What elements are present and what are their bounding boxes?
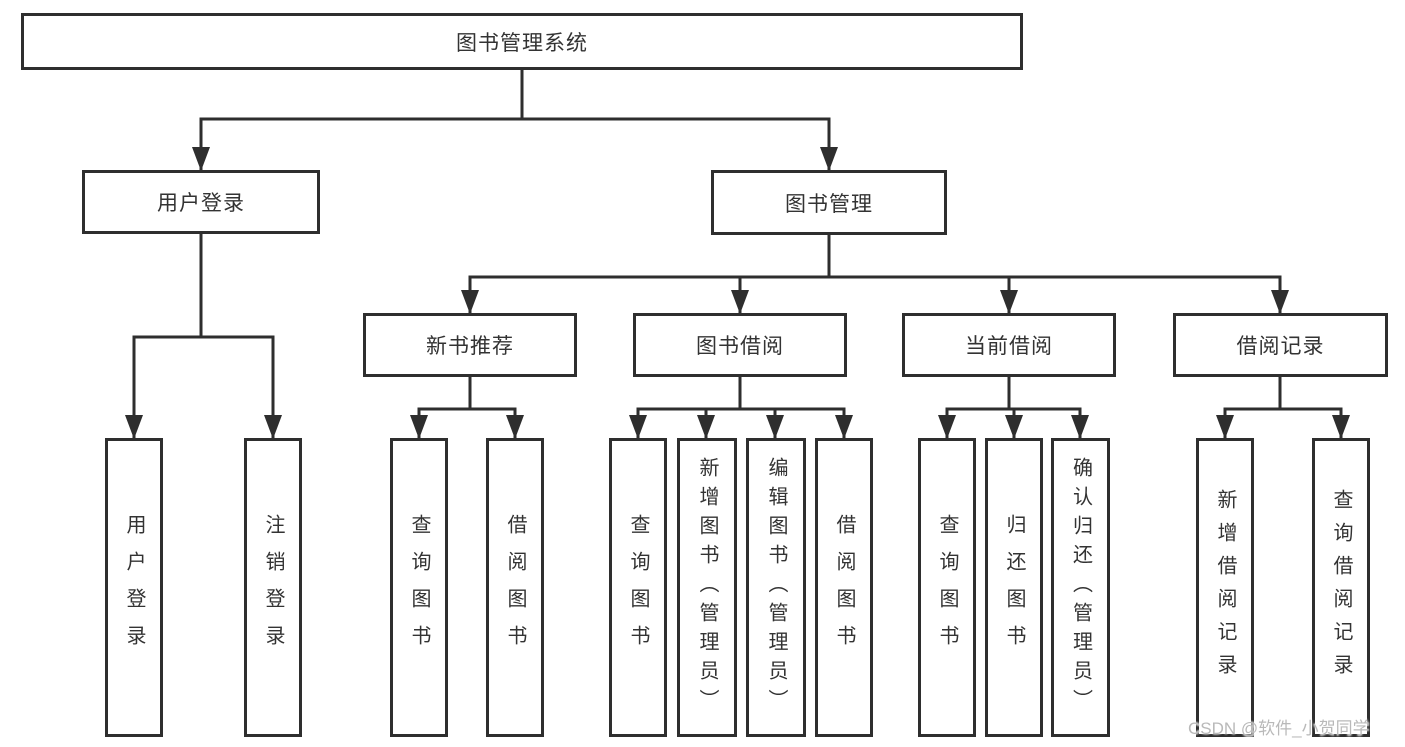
node-label: 编辑图书（管理员） [765,457,787,718]
node-new-book-recommend: 新书推荐 [363,313,577,377]
node-label: 用户登录 [157,192,245,215]
node-label: 当前借阅 [965,335,1053,358]
node-current-borrow: 当前借阅 [902,313,1116,377]
leaf-add-book-admin: 新增图书（管理员） [677,438,737,737]
node-label: 借阅图书 [833,513,855,662]
node-label: 借阅记录 [1236,335,1325,358]
leaf-edit-book-admin: 编辑图书（管理员） [746,438,806,737]
leaf-add-borrow-record: 新增借阅记录 [1196,438,1254,737]
node-label: 查询借阅记录 [1330,488,1352,687]
node-label: 查询图书 [627,513,649,662]
node-label: 查询图书 [408,513,430,662]
node-label: 确认归还（管理员） [1069,457,1092,718]
arrowhead-icons [125,147,1350,439]
node-label: 注销登录 [262,513,284,662]
node-label: 新书推荐 [426,335,514,358]
node-label: 图书借阅 [696,335,784,358]
node-label: 新增图书（管理员） [696,457,718,718]
leaf-confirm-return-admin: 确认归还（管理员） [1051,438,1110,737]
node-label: 借阅图书 [504,513,526,662]
leaf-query-books-current: 查询图书 [918,438,976,737]
node-label: 图书管理 [785,192,873,216]
node-user-login: 用户登录 [82,170,320,234]
leaf-return-book: 归还图书 [985,438,1043,737]
node-book-management: 图书管理 [711,170,947,235]
node-book-borrow: 图书借阅 [633,313,847,377]
node-label: 新增借阅记录 [1214,488,1236,687]
node-library-system: 图书管理系统 [21,13,1023,70]
leaf-logout: 注销登录 [244,438,302,737]
csdn-watermark: CSDN @软件_小贺同学 [1188,719,1370,738]
node-borrow-records: 借阅记录 [1173,313,1388,377]
leaf-borrow-books-recommend: 借阅图书 [486,438,544,737]
node-label: 图书管理系统 [456,31,588,55]
leaf-query-books-recommend: 查询图书 [390,438,448,737]
leaf-borrow-books: 借阅图书 [815,438,873,737]
leaf-query-borrow-record: 查询借阅记录 [1312,438,1370,737]
leaf-query-books-borrow: 查询图书 [609,438,667,737]
leaf-user-login: 用户登录 [105,438,163,737]
node-label: 用户登录 [123,513,145,662]
node-label: 归还图书 [1003,513,1025,662]
node-label: 查询图书 [936,513,958,662]
